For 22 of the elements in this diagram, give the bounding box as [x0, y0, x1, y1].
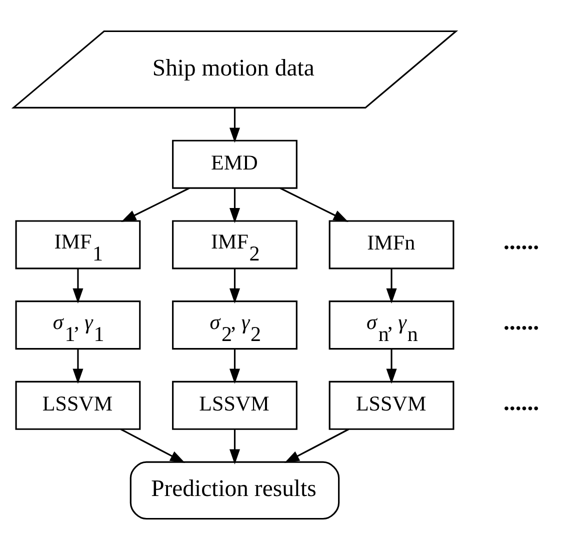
arrow — [121, 187, 190, 222]
arrow — [386, 348, 397, 384]
arrow — [72, 348, 84, 384]
arrow — [229, 108, 240, 143]
label: ...... — [504, 229, 540, 256]
node-box: LSSVM — [172, 380, 298, 430]
arrow — [280, 187, 348, 222]
arrow — [72, 268, 84, 304]
label: ...... — [504, 390, 540, 416]
arrow — [284, 428, 350, 464]
arrow — [229, 268, 240, 304]
arrow — [229, 429, 240, 464]
label: ...... — [504, 310, 540, 336]
arrow — [386, 268, 397, 304]
node-box: LSSVM — [328, 380, 454, 430]
node-box: Prediction results — [130, 461, 340, 520]
node-box: EMD — [172, 140, 298, 189]
node-box: IMFn — [328, 220, 454, 270]
node-box: LSSVM — [15, 380, 141, 430]
arrow — [229, 348, 240, 384]
arrow — [120, 428, 186, 464]
arrow — [229, 188, 240, 224]
